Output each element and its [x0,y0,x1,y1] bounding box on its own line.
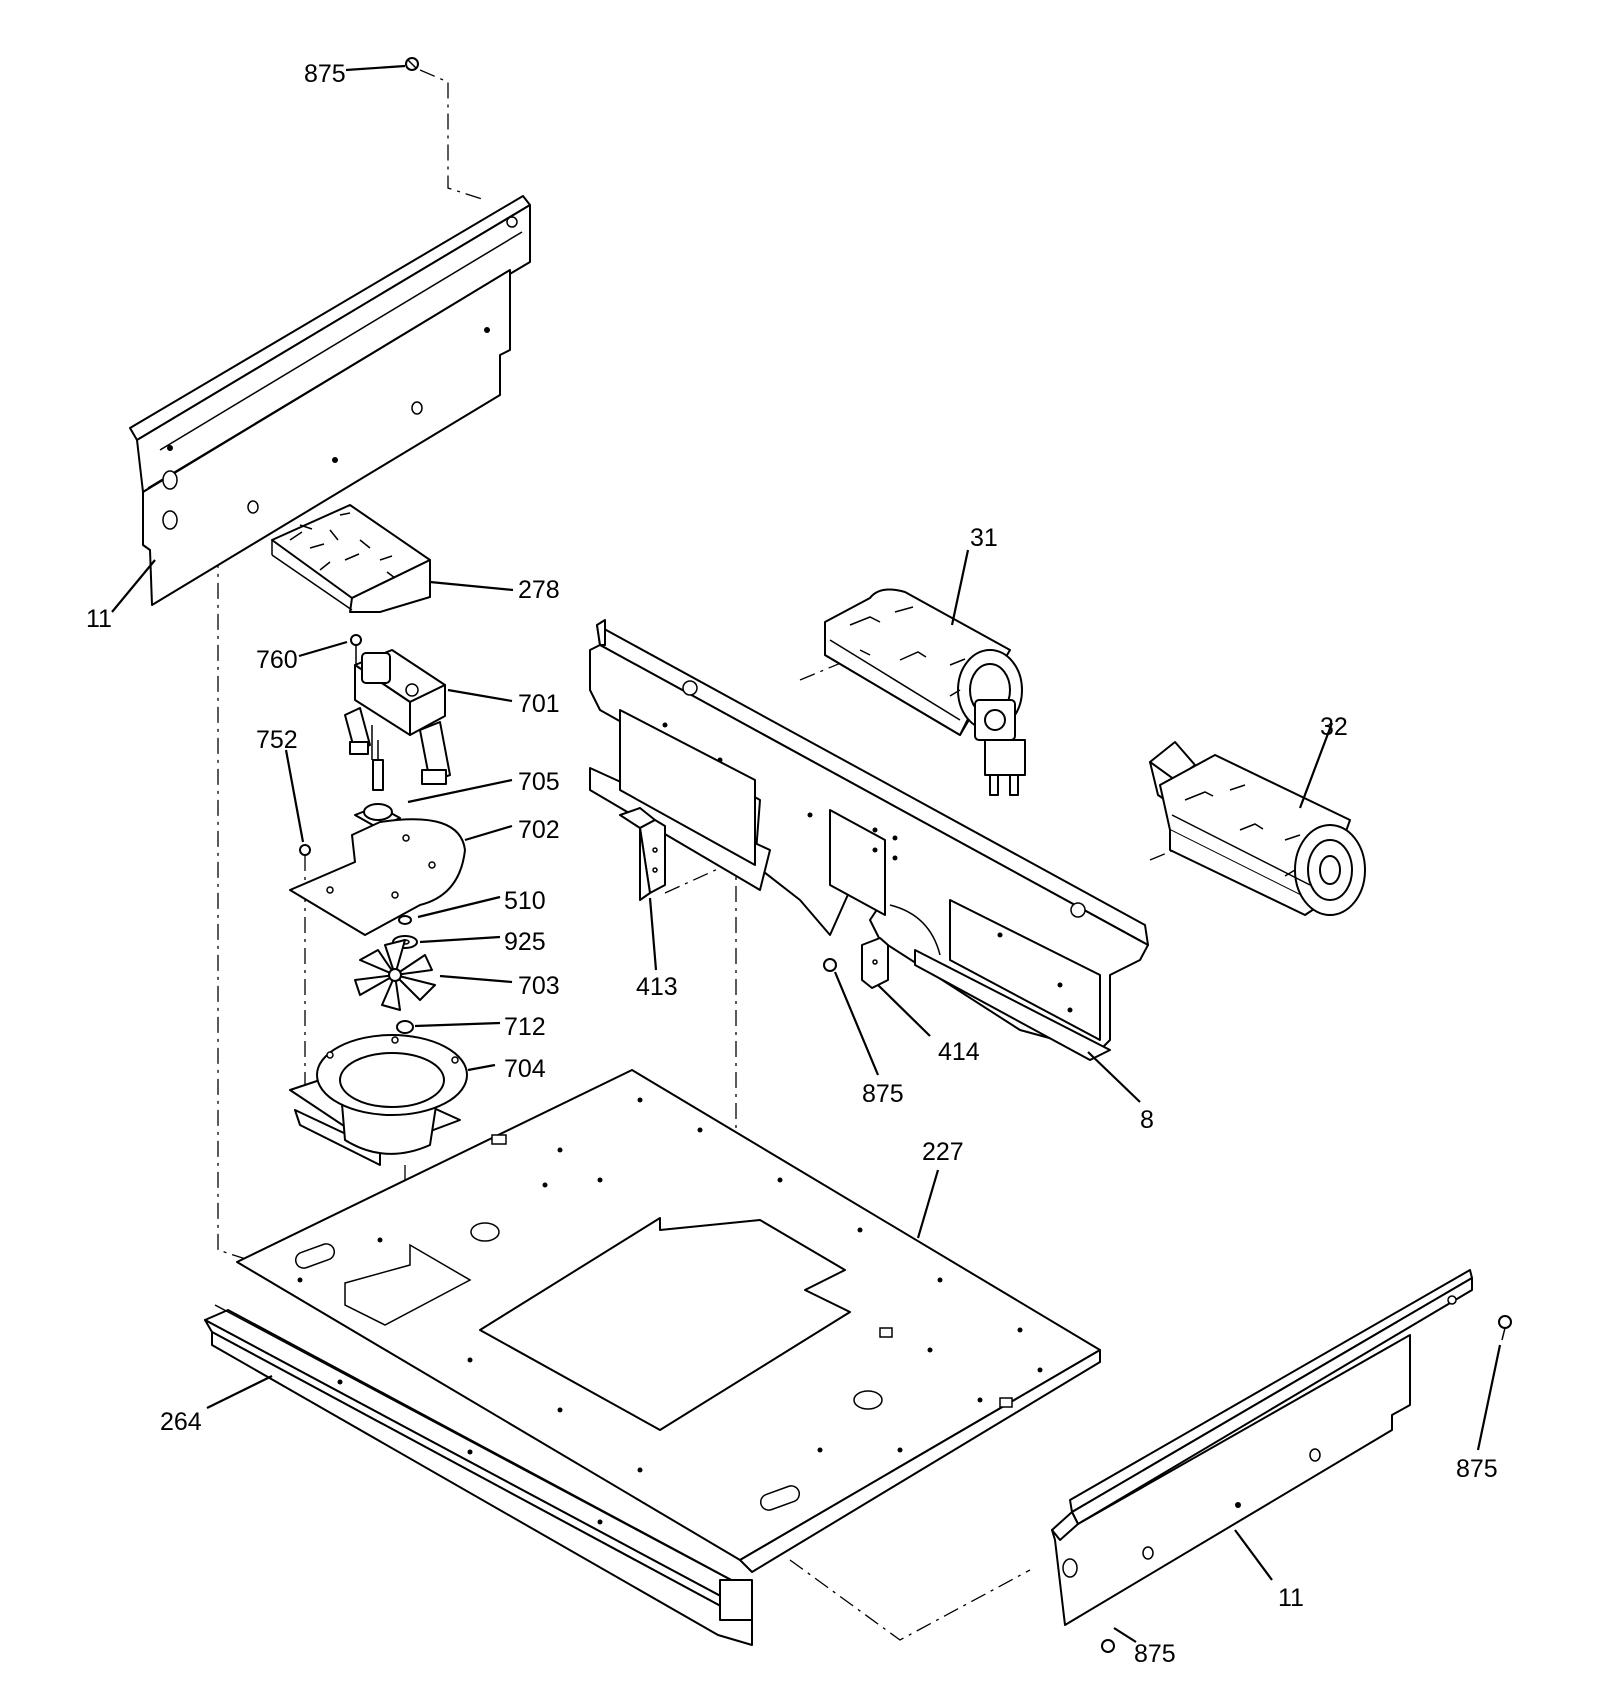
label-875-top: 875 [304,60,346,88]
label-712: 712 [504,1013,546,1041]
label-704: 704 [504,1055,546,1083]
screw-icon[interactable] [823,958,837,972]
mounting-bracket[interactable] [861,937,889,989]
bottom-panel[interactable] [236,1069,1101,1573]
label-32: 32 [1320,713,1348,741]
screw-icon[interactable] [405,57,419,71]
label-278: 278 [518,576,560,604]
label-414: 414 [938,1038,980,1066]
label-264: 264 [160,1408,202,1436]
label-752: 752 [256,726,298,754]
label-702: 702 [518,816,560,844]
label-701: 701 [518,690,560,718]
convection-fan-motor-icon[interactable] [344,649,451,785]
label-703: 703 [518,972,560,1000]
label-31: 31 [970,524,998,552]
label-510: 510 [504,887,546,915]
washer[interactable] [398,915,412,925]
label-875-middle: 875 [862,1080,904,1108]
label-11-left: 11 [86,605,112,633]
fan-housing[interactable] [289,1034,468,1166]
label-705: 705 [518,768,560,796]
label-227: 227 [922,1138,964,1166]
label-760: 760 [256,646,298,674]
label-875-right: 875 [1456,1455,1498,1483]
label-925: 925 [504,928,546,956]
fan-nut[interactable] [396,1020,414,1034]
motor-mounting-plate[interactable] [289,818,466,936]
cross-flow-blower-icon[interactable] [1149,741,1366,916]
blower-duct-assembly[interactable] [589,619,1149,1061]
fan-blade[interactable] [354,939,436,1011]
insulation-pad[interactable] [271,504,431,613]
cross-flow-blower-icon[interactable] [824,588,1026,796]
leader-lines [111,64,1502,1643]
mounting-bracket[interactable] [619,807,666,901]
screw-icon[interactable] [299,844,311,856]
label-8: 8 [1140,1106,1154,1134]
right-side-rail[interactable] [1051,1269,1473,1626]
front-channel[interactable] [204,1304,753,1646]
left-side-rail[interactable] [129,195,531,606]
screw-icon[interactable] [1498,1315,1512,1341]
screw-icon[interactable] [350,634,362,665]
label-11-right: 11 [1278,1584,1304,1612]
label-413: 413 [636,973,678,1001]
label-875-bottom: 875 [1134,1640,1176,1668]
screw-icon[interactable] [1101,1639,1115,1653]
part-labels: 875 11 278 760 701 752 705 702 510 925 7… [86,60,1498,1668]
